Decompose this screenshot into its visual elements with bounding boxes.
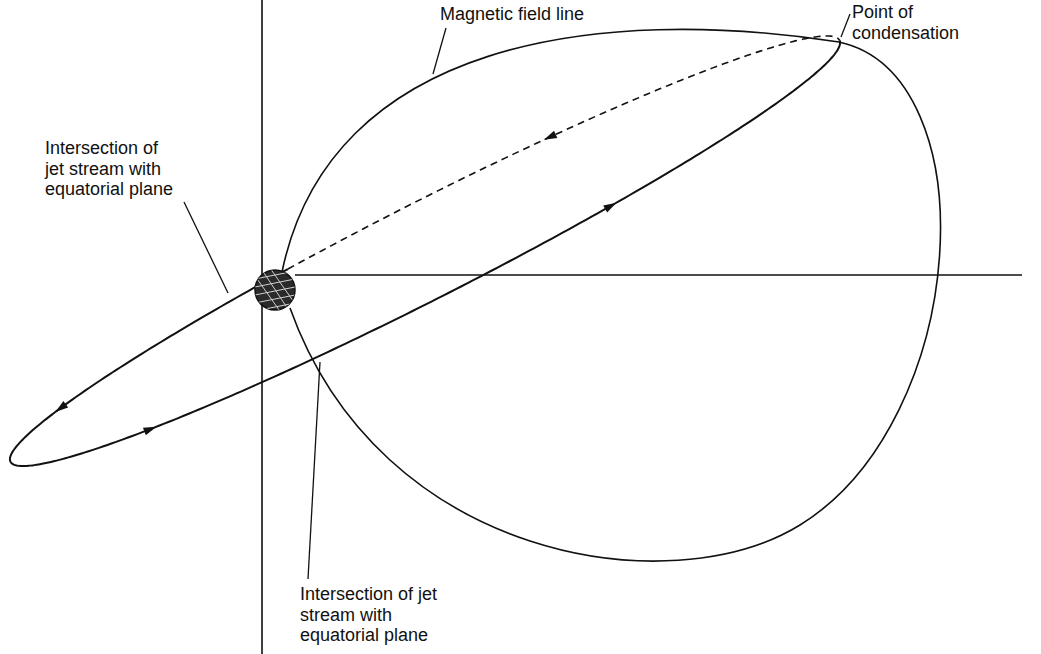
- intersection-label: Intersection of jet stream with equatori…: [45, 138, 179, 200]
- flow-arrowhead: [603, 203, 616, 213]
- flow-arrowhead: [55, 401, 68, 412]
- jet-stream-back: [288, 36, 840, 269]
- magnetic-field-line: [282, 29, 940, 561]
- flow-arrowhead: [143, 427, 157, 435]
- leader-line: [433, 28, 446, 74]
- planet: [250, 268, 300, 314]
- jet-stream-orbit: [10, 36, 840, 466]
- leader-line: [841, 14, 850, 37]
- leader-line: [308, 362, 320, 579]
- condensation-label: Point of condensation: [852, 2, 964, 43]
- field-line-label: Magnetic field line: [440, 4, 600, 25]
- intersection-label: Intersection of jet stream with equatori…: [300, 584, 450, 646]
- equatorial-axis: [295, 274, 1022, 276]
- vertical-axis: [261, 0, 263, 654]
- jet-stream-front: [10, 40, 840, 466]
- leader-line: [184, 202, 228, 293]
- flow-arrowhead: [544, 131, 557, 140]
